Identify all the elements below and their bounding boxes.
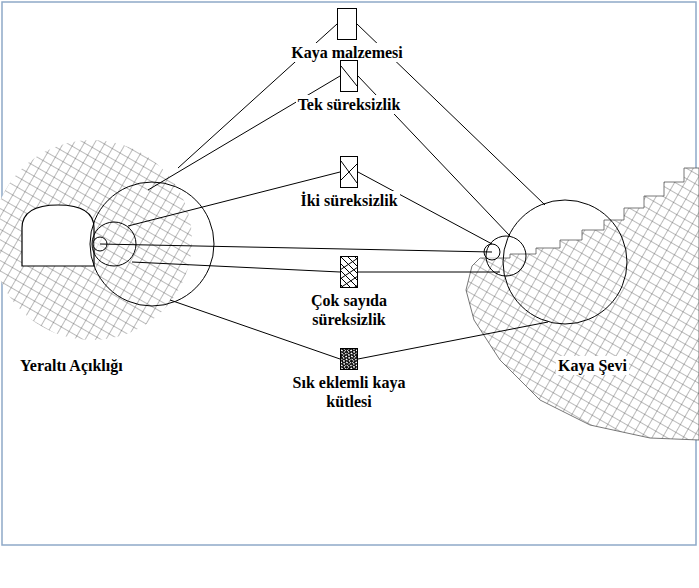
sample-label: Kaya malzemesi	[289, 43, 405, 62]
rock-sample-box	[340, 348, 358, 370]
rock-sample-node: İki süreksizlik	[264, 156, 434, 210]
rock-slope-figure	[466, 168, 699, 440]
rock-sample-node: Kaya malzemesi	[262, 8, 432, 62]
rock-sample-box	[340, 60, 358, 92]
sample-label: İki süreksizlik	[298, 191, 399, 210]
figure-label: Yeraltı Açıklığı	[18, 356, 125, 375]
rock-sample-box	[340, 156, 358, 188]
rock-sample-node: Çok sayıda süreksizlik	[289, 256, 409, 329]
rock-sample-node: Tek süreksizlik	[264, 60, 434, 114]
leader-lines	[100, 24, 548, 359]
figure-label: Kaya Şevi	[556, 356, 629, 375]
rock-sample-box	[340, 256, 358, 288]
rock-sample-box	[337, 8, 357, 40]
sample-label: Çok sayıda süreksizlik	[289, 291, 409, 329]
sample-label: Sık eklemli kaya kütlesi	[289, 373, 409, 411]
rock-sample-node: Sık eklemli kaya kütlesi	[289, 348, 409, 411]
sample-label: Tek süreksizlik	[296, 95, 403, 114]
